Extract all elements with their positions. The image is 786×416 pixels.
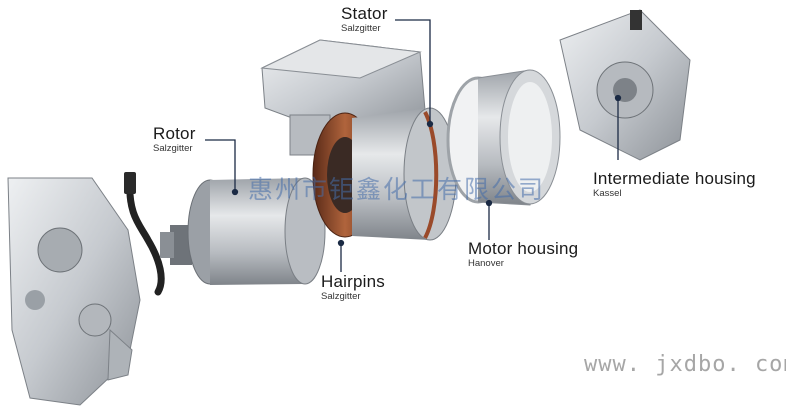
website-watermark: www. jxdbo. com bbox=[584, 352, 786, 377]
motor-housing bbox=[446, 69, 561, 206]
power-electronics-box bbox=[260, 39, 426, 156]
stator-leader-dot bbox=[426, 120, 434, 128]
rotor-location: Salzgitter bbox=[153, 143, 193, 154]
cable-connector bbox=[124, 172, 165, 296]
motor-housing-name: Motor housing bbox=[468, 239, 579, 258]
stator bbox=[312, 107, 457, 241]
motor-housing-location: Hanover bbox=[468, 258, 504, 269]
hairpins-location: Salzgitter bbox=[321, 291, 361, 302]
motor-housing-leader-dot bbox=[485, 199, 493, 207]
motor-housing-label: Motor housing Hanover bbox=[468, 240, 578, 269]
rotor-leader-line bbox=[205, 139, 236, 190]
rotor-leader-dot bbox=[231, 188, 239, 196]
intermediate-housing-name: Intermediate housing bbox=[593, 169, 756, 188]
stator-leader-line bbox=[395, 19, 431, 122]
hairpins-name: Hairpins bbox=[321, 272, 385, 291]
intermediate-housing bbox=[559, 9, 691, 161]
rotor-label: Rotor Salzgitter bbox=[153, 125, 196, 154]
hairpins-leader-dot bbox=[337, 239, 345, 247]
chinese-company-watermark: 惠州市钜鑫化工有限公司 bbox=[248, 175, 546, 204]
leader-lines bbox=[205, 19, 622, 272]
hairpins-label: Hairpins Salzgitter bbox=[321, 273, 385, 302]
stator-label: Stator Salzgitter bbox=[341, 5, 388, 34]
stator-location: Salzgitter bbox=[341, 23, 381, 34]
rotor-name: Rotor bbox=[153, 124, 196, 143]
intermediate-housing-leader-dot bbox=[614, 94, 622, 102]
stator-name: Stator bbox=[341, 4, 388, 23]
rotor bbox=[160, 177, 326, 285]
intermediate-housing-location: Kassel bbox=[593, 188, 622, 199]
intermediate-housing-label: Intermediate housing Kassel bbox=[593, 170, 756, 199]
transmission-housing bbox=[7, 177, 141, 406]
